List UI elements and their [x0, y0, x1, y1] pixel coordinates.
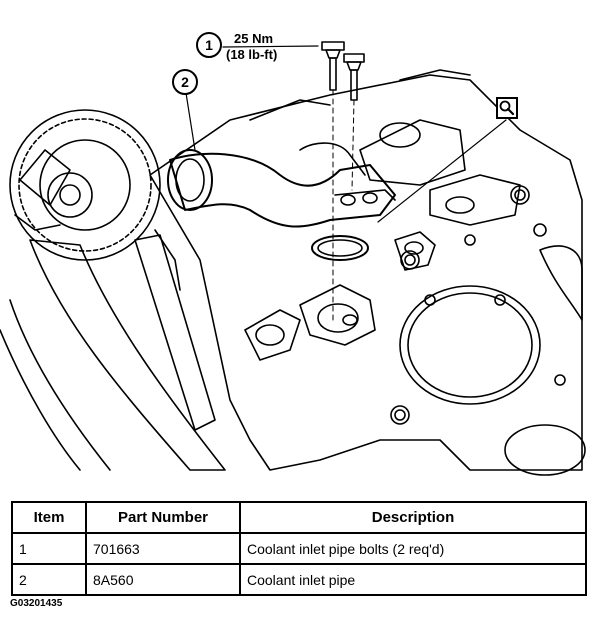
detail-leader [377, 119, 507, 223]
cell-description: Coolant inlet pipe [239, 563, 587, 596]
callout-circle-1 [196, 32, 222, 58]
torque-value-nm: 25 Nm [234, 31, 273, 46]
cylinder-bore [539, 245, 583, 321]
callout-leader-2 [185, 92, 196, 151]
cell-item: 1 [11, 532, 87, 565]
cylinder-bore [504, 424, 586, 476]
header-part-number: Part Number [85, 501, 241, 534]
callout-number-2: 2 [181, 74, 189, 90]
engine-block-outline [149, 74, 583, 471]
magnifier-icon [496, 97, 518, 119]
callout-leader-1 [222, 45, 319, 48]
pipe-inlet-end [167, 149, 213, 211]
timing-chain [29, 239, 226, 471]
torque-value-lbft: (18 lb-ft) [226, 47, 277, 62]
cell-item: 2 [11, 563, 87, 596]
header-item: Item [11, 501, 87, 534]
engine-illustration: 1 25 Nm (18 lb-ft) 2 [0, 31, 586, 476]
cell-part-number: 8A560 [85, 563, 241, 596]
coolant-inlet-pipe [169, 152, 396, 228]
coolant-pipe-bolt [343, 53, 365, 101]
parts-table: Item Part Number Description 1 701663 Co… [11, 501, 587, 596]
table-row: 1 701663 Coolant inlet pipe bolts (2 req… [11, 532, 587, 565]
header-description: Description [239, 501, 587, 534]
cell-description: Coolant inlet pipe bolts (2 req'd) [239, 532, 587, 565]
cell-part-number: 701663 [85, 532, 241, 565]
table-row: 2 8A560 Coolant inlet pipe [11, 563, 587, 596]
cylinder-bore [407, 292, 533, 398]
callout-number-1: 1 [205, 37, 213, 53]
coolant-pipe-bolt [321, 41, 345, 91]
timing-gear [9, 109, 161, 261]
figure-id: G03201435 [10, 598, 63, 609]
o-ring-seal [311, 235, 369, 261]
callout-circle-2 [172, 69, 198, 95]
table-header-row: Item Part Number Description [11, 501, 587, 534]
